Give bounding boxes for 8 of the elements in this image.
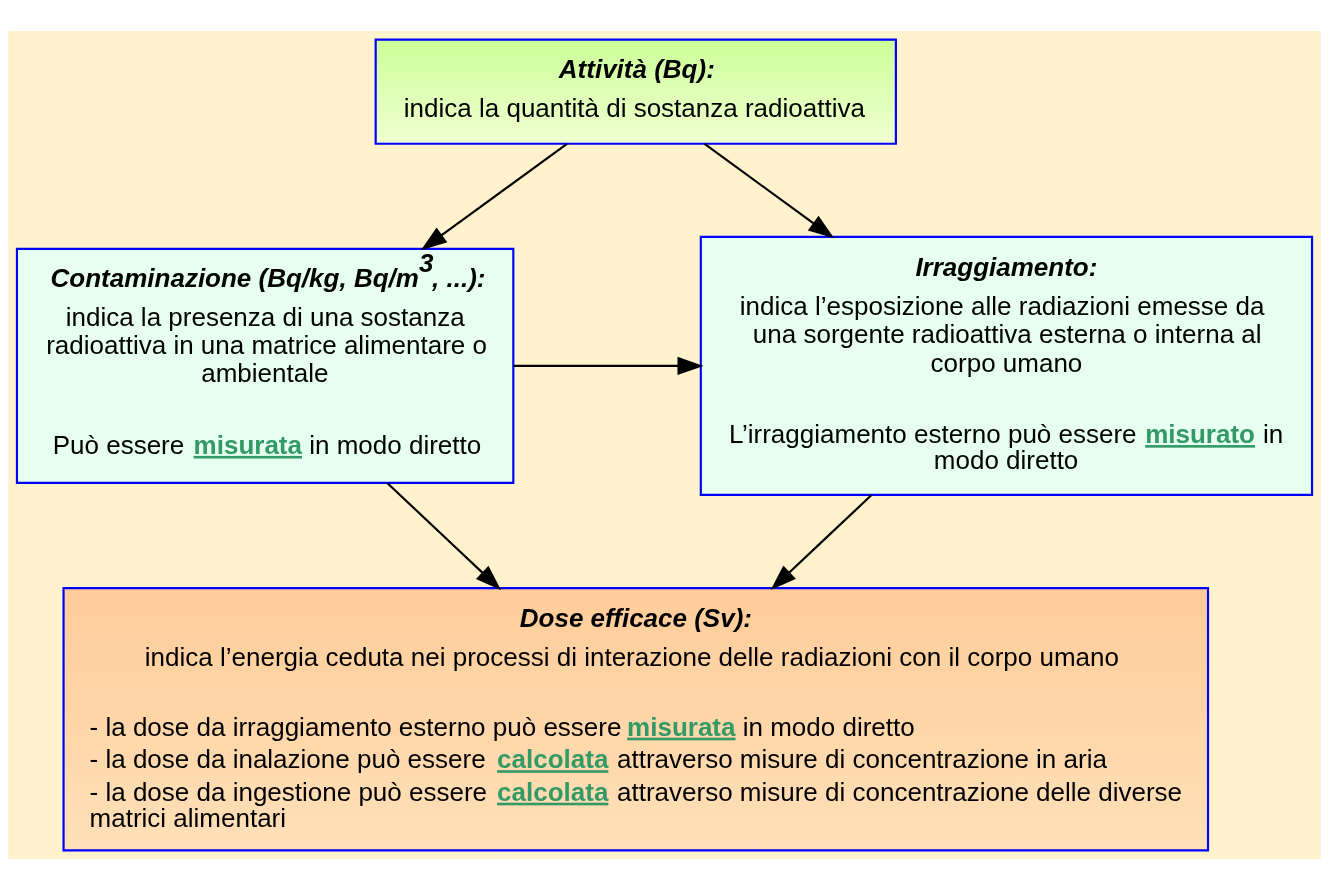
arrow (770, 494, 873, 591)
arrow (420, 143, 568, 251)
node-box: Attività (Bq): indica la quantità di sostanza radioattiva (374, 38, 897, 145)
node-box: Irraggiamento: indica l’esposizione alle radiazioni emesse da una sorgente radioattiva esterna o interna al corpo umano L’irraggiamento esterno può essere misurato in modo diretto (699, 235, 1314, 496)
arrow (703, 143, 835, 239)
node-box: Dose efficace (Sv): indica l’energia ceduta nei processi di interazione delle radiazioni con il corpo umano - la dose da irraggiamento esterno può essere misurata in modo diretto - la dose da inalazione può essere calcolata attraverso misure di concentrazione in aria - la dose da ingestione può essere calcolata attraverso misure di concentrazione delle diverse matrici alimentari (62, 586, 1210, 852)
arrow (386, 482, 502, 591)
arrow (513, 356, 704, 375)
